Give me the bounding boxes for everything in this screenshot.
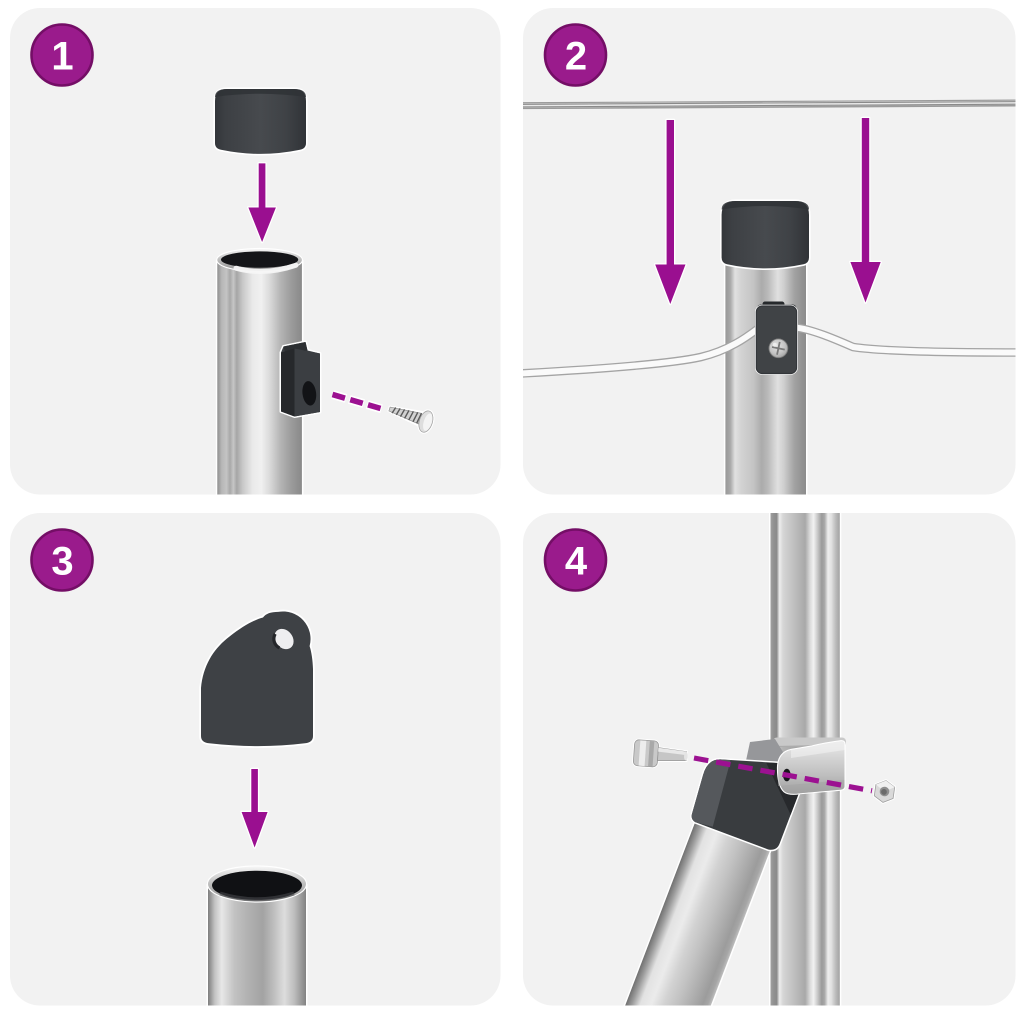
svg-text:2: 2 [565,35,587,79]
svg-text:1: 1 [51,35,73,79]
svg-text:4: 4 [565,540,588,584]
svg-text:3: 3 [51,540,73,584]
